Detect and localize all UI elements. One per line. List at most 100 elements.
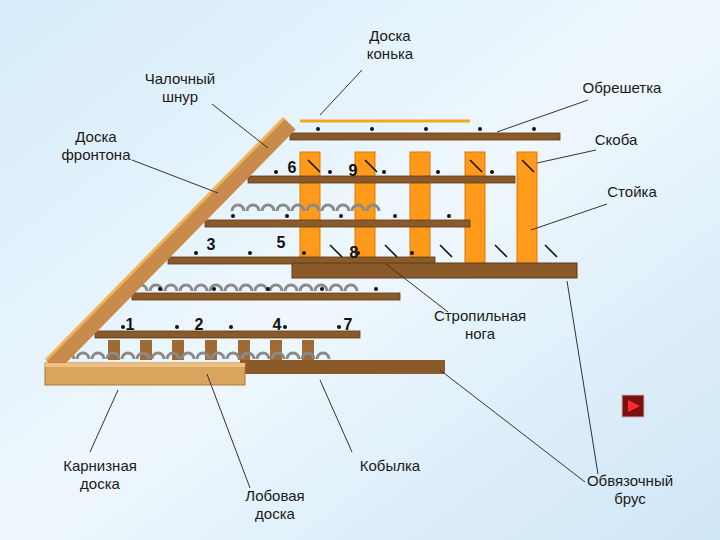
nail xyxy=(436,170,440,174)
part-label: Чалочный шнур xyxy=(135,70,225,106)
callout-number: 8 xyxy=(347,243,361,262)
nail xyxy=(175,325,179,329)
nail xyxy=(337,325,341,329)
rope-coil xyxy=(195,285,207,291)
rope-coil xyxy=(152,353,164,359)
nail xyxy=(121,325,125,329)
nail xyxy=(194,251,198,255)
gable-cord xyxy=(46,118,284,360)
nail xyxy=(424,127,428,131)
rope-coil xyxy=(77,353,89,359)
tie-beam xyxy=(240,360,445,374)
part-label: Стойка xyxy=(602,183,662,201)
clamp xyxy=(440,245,452,257)
rope-coil xyxy=(317,353,329,359)
nail xyxy=(393,214,397,218)
clamp xyxy=(470,160,482,172)
ridge-cord xyxy=(300,120,470,123)
nail xyxy=(410,251,414,255)
gable-board xyxy=(52,124,290,366)
rope-coil xyxy=(122,353,134,359)
nail xyxy=(274,170,278,174)
nail xyxy=(447,214,451,218)
batten xyxy=(95,331,360,338)
clamp xyxy=(308,160,320,172)
rope-coil xyxy=(315,285,327,291)
post xyxy=(410,152,430,267)
eaves-board xyxy=(45,363,245,385)
post xyxy=(517,152,537,267)
rope-coil xyxy=(255,285,267,291)
rope-coil xyxy=(277,205,289,211)
batten xyxy=(132,293,400,300)
part-label: Карнизная доска xyxy=(50,457,150,493)
rope-coil xyxy=(307,205,319,211)
callout-number: 5 xyxy=(274,233,288,252)
rope-coil xyxy=(292,205,304,211)
nail xyxy=(248,251,252,255)
rope-coil xyxy=(180,285,192,291)
clamp xyxy=(365,160,377,172)
part-label: Лобовая доска xyxy=(230,487,320,523)
part-label: Кобылка xyxy=(350,457,430,475)
rope-coil xyxy=(92,353,104,359)
nail xyxy=(158,287,162,291)
rope-coil xyxy=(352,205,364,211)
callout-number: 2 xyxy=(192,315,206,334)
nail xyxy=(231,214,235,218)
rope-coil xyxy=(150,285,162,291)
eaves-edge xyxy=(45,363,245,367)
callout-number: 6 xyxy=(285,158,299,177)
nail xyxy=(490,170,494,174)
nail xyxy=(370,127,374,131)
nail xyxy=(316,127,320,131)
rope-coil xyxy=(247,205,259,211)
nail xyxy=(229,325,233,329)
rope-coil xyxy=(242,353,254,359)
callout-number: 9 xyxy=(346,161,360,180)
play-button xyxy=(622,395,644,417)
nail xyxy=(374,287,378,291)
rope-coil xyxy=(225,285,237,291)
callout-number: 4 xyxy=(270,315,284,334)
nail xyxy=(320,287,324,291)
nail xyxy=(302,251,306,255)
clamp xyxy=(385,245,397,257)
rope-coil xyxy=(345,285,357,291)
nail xyxy=(285,214,289,218)
rope-coil xyxy=(367,205,379,211)
clamp xyxy=(330,245,342,257)
rafter xyxy=(108,340,120,360)
part-label: Скоба xyxy=(586,131,646,149)
ropes xyxy=(62,205,379,359)
nail xyxy=(266,287,270,291)
rope-coil xyxy=(182,353,194,359)
leader-lines xyxy=(90,70,607,488)
rope-coil xyxy=(197,353,209,359)
nail xyxy=(382,170,386,174)
batten xyxy=(205,220,470,227)
rope-coil xyxy=(330,285,342,291)
callout-number: 1 xyxy=(123,315,137,334)
part-label: Доска конька xyxy=(350,27,430,63)
part-label: Обвязочный брус xyxy=(580,472,680,508)
nail xyxy=(532,127,536,131)
nail xyxy=(328,170,332,174)
callout-number: 7 xyxy=(341,315,355,334)
play-triangle xyxy=(628,400,640,412)
part-label: Стропильная нога xyxy=(420,307,540,343)
rope-coil xyxy=(285,285,297,291)
part-label: Обрешетка xyxy=(582,79,662,97)
rope-coil xyxy=(212,353,224,359)
rope-coil xyxy=(322,205,334,211)
nail xyxy=(212,287,216,291)
part-label: Доска фронтона xyxy=(51,128,141,164)
rope-coil xyxy=(167,353,179,359)
nail xyxy=(283,325,287,329)
rope-coil xyxy=(240,285,252,291)
rope-coil xyxy=(257,353,269,359)
rope-coil xyxy=(262,205,274,211)
clamp xyxy=(545,245,557,257)
nail xyxy=(339,214,343,218)
rope-coil xyxy=(300,285,312,291)
